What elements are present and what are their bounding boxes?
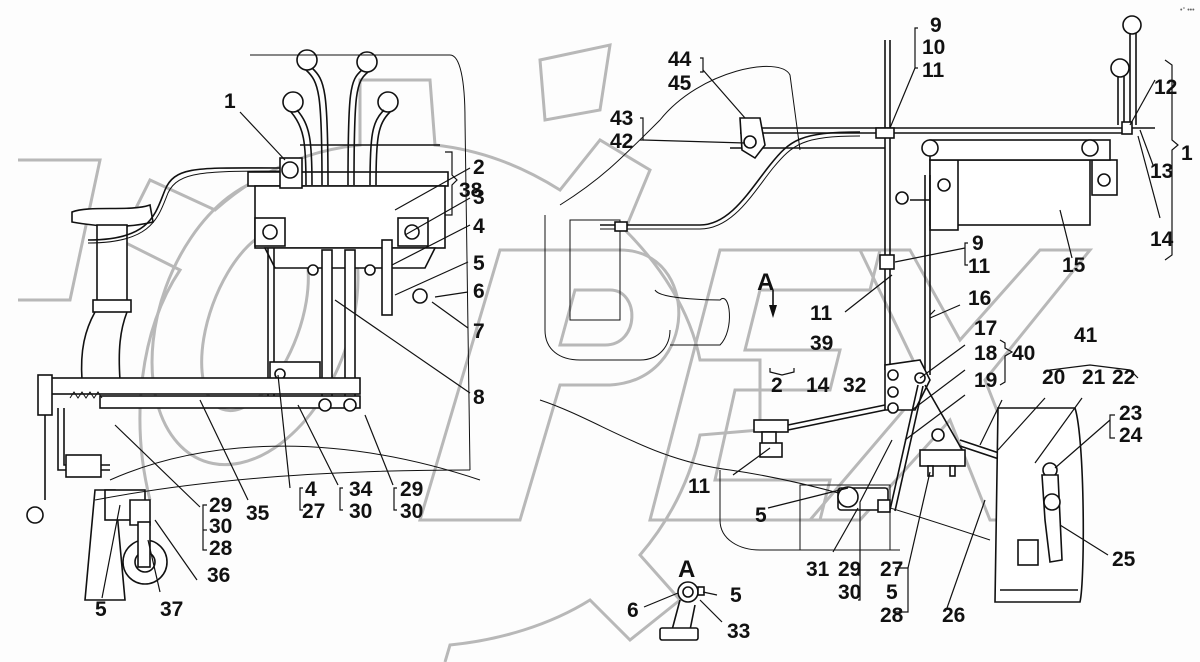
callout-30d: 30	[838, 581, 861, 604]
view-a-label: A	[757, 269, 774, 296]
callout-18: 18	[974, 342, 998, 365]
callout-30b: 30	[349, 500, 372, 523]
callout-11b: 11	[968, 255, 991, 278]
callout-24: 24	[1119, 424, 1143, 447]
callout-30: 30	[209, 515, 232, 538]
watermark-gear	[117, 78, 762, 662]
bell-crank-31	[837, 486, 859, 508]
callout-29: 29	[209, 494, 232, 517]
callout-44: 44	[668, 48, 692, 71]
callout-25: 25	[1112, 548, 1136, 571]
callout-33: 33	[727, 620, 750, 643]
callout-1: 1	[224, 90, 236, 113]
view-a-detail	[659, 581, 705, 641]
callout-11c: 11	[810, 302, 833, 325]
callout-17: 17	[974, 317, 997, 340]
callout-35: 35	[246, 502, 270, 525]
callout-34: 34	[349, 478, 373, 501]
callout-2b: 2	[771, 374, 783, 397]
callout-39: 39	[810, 332, 833, 355]
callout-41: 41	[1074, 324, 1098, 347]
callout-15: 15	[1062, 254, 1086, 277]
callout-9: 9	[930, 14, 942, 37]
callout-27b: 27	[880, 558, 903, 581]
callout-37: 37	[160, 598, 183, 621]
callout-11: 11	[922, 59, 945, 82]
corner-mark: •° •••	[1180, 6, 1195, 14]
leader-lines	[101, 27, 1179, 623]
callout-9b: 9	[972, 232, 984, 255]
callout-3: 3	[473, 186, 485, 209]
callout-31: 31	[806, 558, 830, 581]
callout-42: 42	[610, 130, 633, 153]
lever-knob	[1110, 58, 1130, 78]
watermark-letter-p	[417, 248, 681, 522]
callout-22: 22	[1112, 366, 1135, 389]
callout-29c: 29	[838, 558, 861, 581]
callout-43: 43	[610, 107, 633, 130]
lever-knob	[282, 91, 304, 113]
left-assembly	[26, 49, 481, 601]
callout-13: 13	[1150, 160, 1173, 183]
seat	[71, 203, 154, 228]
housing-25	[994, 407, 1085, 603]
right-assembly	[539, 15, 1155, 641]
callout-12: 12	[1154, 76, 1177, 99]
callout-1b: 1	[1181, 142, 1193, 165]
callout-23: 23	[1119, 402, 1142, 425]
callout-5d: 5	[886, 581, 898, 604]
callout-14b: 14	[806, 374, 830, 397]
callout-32: 32	[843, 374, 866, 397]
callout-4: 4	[473, 215, 485, 238]
callout-5e: 5	[730, 584, 742, 607]
spring	[69, 391, 103, 399]
view-a-detail-label: A	[678, 556, 695, 583]
callout-5c: 5	[755, 504, 767, 527]
callout-40: 40	[1012, 342, 1035, 365]
callouts-right: 44 45 43 42 9 10 11 12 13 1 14 15 9 11 1…	[610, 14, 1193, 643]
callout-19: 19	[974, 369, 997, 392]
callout-2: 2	[473, 156, 485, 179]
callout-10: 10	[922, 36, 945, 59]
callout-28: 28	[209, 537, 233, 560]
callout-26: 26	[942, 604, 965, 627]
callout-29b: 29	[400, 478, 423, 501]
callout-7: 7	[473, 320, 485, 343]
callout-27: 27	[302, 500, 325, 523]
lever-2	[753, 419, 789, 433]
callouts-left: 1 2 3 4 38 5 6 7 8 29 30 28 35 4 27 34 3…	[95, 90, 485, 621]
callout-11d: 11	[688, 475, 711, 498]
callout-36: 36	[207, 564, 230, 587]
callout-28b: 28	[880, 604, 904, 627]
callout-6b: 6	[627, 599, 639, 622]
lever-knob	[1122, 15, 1142, 35]
bolt	[262, 224, 278, 240]
lever-knob	[296, 49, 318, 71]
callout-45: 45	[668, 72, 692, 95]
callout-8: 8	[473, 386, 485, 409]
control-levers	[282, 49, 440, 186]
callout-30c: 30	[400, 500, 423, 523]
callout-4b: 4	[305, 478, 317, 501]
callout-5b: 5	[95, 598, 107, 621]
callout-38: 38	[459, 179, 483, 202]
callout-20: 20	[1042, 366, 1065, 389]
callout-21: 21	[1082, 366, 1106, 389]
cross-shaft-35	[39, 377, 361, 395]
lever-knob	[377, 91, 399, 113]
callout-6: 6	[473, 280, 485, 303]
callout-5: 5	[473, 252, 485, 275]
callout-16: 16	[968, 287, 991, 310]
callout-14: 14	[1150, 228, 1174, 251]
